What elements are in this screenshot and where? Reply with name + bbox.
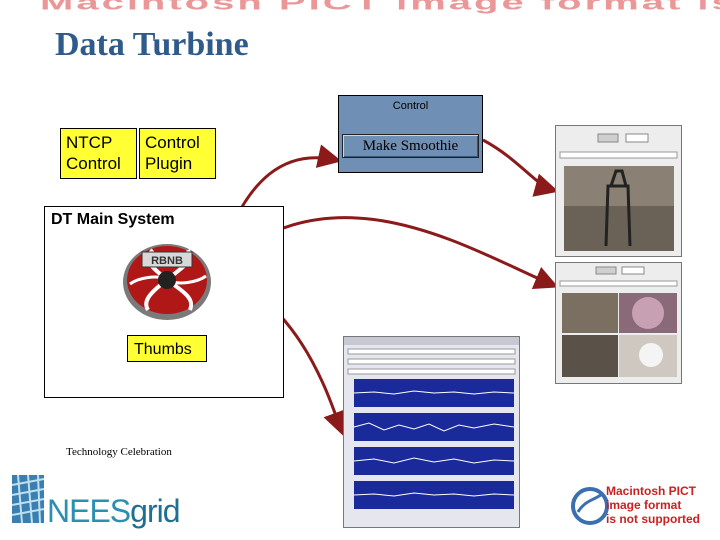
rbnb-logo-text: RBNB — [151, 255, 183, 267]
pict-line1: Macintosh PICT — [606, 484, 700, 498]
control-plugin-box: Control Plugin — [139, 128, 216, 179]
neesgrid-logo-part2: grid — [130, 493, 179, 529]
neesgrid-logo-icon — [12, 475, 44, 523]
thumbs-box: Thumbs — [127, 335, 207, 362]
ntcp-line1: NTCP — [66, 132, 136, 153]
caption-text: Technology Celebration — [66, 446, 172, 458]
control-label: Control — [339, 100, 482, 112]
control-panel: Control Make Smoothie — [338, 95, 483, 173]
rbnb-turbine-icon: RBNB — [118, 234, 216, 322]
make-smoothie-button[interactable]: Make Smoothie — [342, 134, 479, 158]
plugin-line1: Control — [145, 132, 215, 153]
plugin-line2: Plugin — [145, 153, 215, 174]
pict-line3: is not supported — [606, 512, 700, 526]
pict-placeholder-icon — [570, 482, 610, 530]
neesgrid-logo-part1: NEES — [47, 493, 130, 529]
ntcp-control-box: NTCP Control — [60, 128, 137, 179]
video-viewer-screenshot-2 — [555, 262, 682, 384]
neesgrid-logo-text: NEESgrid — [47, 493, 180, 530]
pict-placeholder-text: Macintosh PICT image format is not suppo… — [606, 484, 700, 526]
video-viewer-screenshot-1 — [555, 125, 682, 257]
scope-viewer-screenshot — [343, 336, 520, 528]
arrow-control-to-shot — [483, 140, 553, 190]
ntcp-line2: Control — [66, 153, 136, 174]
pict-line2: image format — [606, 498, 700, 512]
dt-main-system-label: DT Main System — [51, 211, 175, 229]
